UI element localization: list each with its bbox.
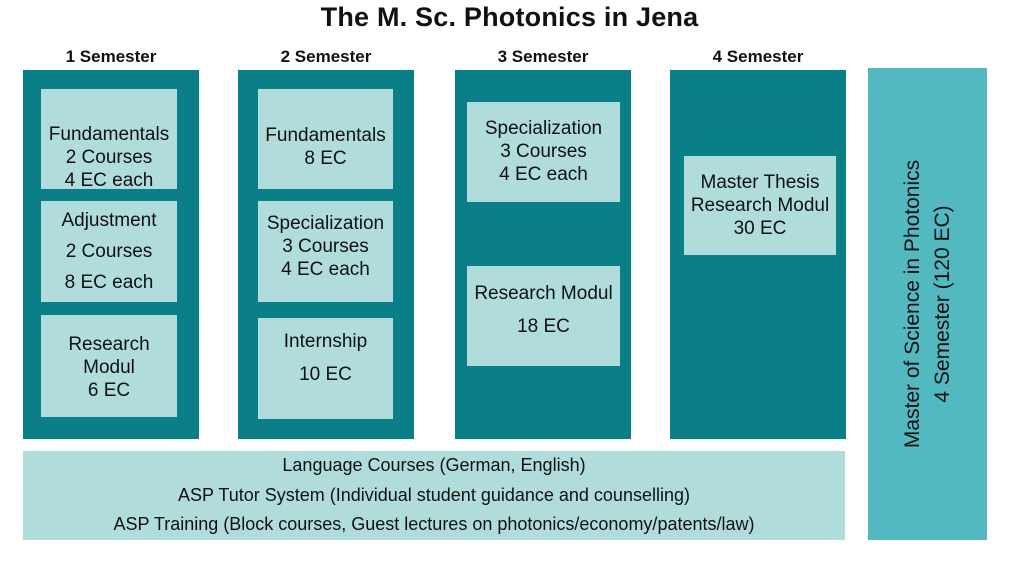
- box-line: Research: [68, 334, 150, 355]
- semester-1-label: 1 Semester: [65, 47, 157, 66]
- box-line: 8 EC each: [64, 272, 154, 293]
- box-line: 4 EC each: [499, 164, 588, 185]
- box-line: 4 EC each: [64, 170, 154, 191]
- box-line: 18 EC: [517, 316, 570, 337]
- box-line: 4 EC each: [281, 259, 370, 280]
- research-modul-box: Research Modul 6 EC: [41, 315, 177, 417]
- research-modul-box: Research Modul 18 EC: [467, 266, 620, 366]
- box-spacer: [467, 305, 620, 315]
- semester-3-column: Specialization 3 Courses 4 EC each Resea…: [455, 70, 631, 439]
- common-courses-bar: Language Courses (German, English) ASP T…: [23, 451, 845, 540]
- box-line: 3 Courses: [500, 141, 587, 162]
- language-courses-text: Language Courses (German, English): [282, 455, 586, 475]
- diagram-title: The M. Sc. Photonics in Jena: [320, 2, 699, 32]
- box-line: 2 Courses: [65, 147, 153, 168]
- fundamentals-box: Fundamentals 2 Courses 4 EC each: [41, 89, 177, 191]
- fundamentals-box: Fundamentals 8 EC: [258, 89, 393, 189]
- master-thesis-box: Master Thesis Research Modul 30 EC: [684, 156, 836, 255]
- degree-text: Master of Science in Photonics 4 Semeste…: [898, 160, 958, 448]
- semester-2-label: 2 Semester: [280, 47, 372, 66]
- semester-1-column: Fundamentals 2 Courses 4 EC each Adjustm…: [23, 70, 199, 439]
- box-line: 3 Courses: [282, 236, 369, 257]
- degree-title: Master of Science in Photonics: [900, 159, 924, 449]
- degree-bar: Master of Science in Photonics 4 Semeste…: [868, 68, 987, 540]
- asp-training-text: ASP Training (Block courses, Guest lectu…: [113, 514, 755, 534]
- box-line: 30 EC: [733, 218, 787, 239]
- specialization-box: Specialization 3 Courses 4 EC each: [467, 102, 620, 202]
- box-line: 6 EC: [87, 380, 131, 401]
- box-line: Research Modul: [690, 195, 830, 216]
- box-line: Research Modul: [474, 283, 613, 304]
- box-line: Fundamentals: [265, 125, 386, 146]
- box-spacer: [258, 353, 393, 363]
- semester-4-label: 4 Semester: [712, 47, 804, 66]
- box-line: Adjustment: [61, 210, 157, 231]
- semester-4-column: Master Thesis Research Modul 30 EC: [670, 70, 846, 439]
- box-line: Internship: [283, 331, 368, 352]
- box-line: Specialization: [266, 213, 385, 234]
- box-line: Fundamentals: [48, 124, 170, 145]
- adjustment-box: Adjustment 2 Courses 8 EC each: [41, 201, 177, 302]
- box-line: Modul: [83, 357, 135, 378]
- semester-3-label: 3 Semester: [497, 47, 589, 66]
- box-line: 10 EC: [299, 364, 352, 385]
- asp-tutor-text: ASP Tutor System (Individual student gui…: [178, 484, 690, 505]
- internship-box: Internship 10 EC: [258, 318, 393, 419]
- degree-duration: 4 Semester (120 EC): [930, 205, 954, 403]
- specialization-box: Specialization 3 Courses 4 EC each: [258, 201, 393, 302]
- semester-2-column: Fundamentals 8 EC Specialization 3 Cours…: [238, 70, 414, 439]
- box-line: 2 Courses: [65, 241, 153, 262]
- box-line: Specialization: [484, 118, 603, 139]
- box-line: 8 EC: [304, 148, 347, 169]
- box-line: Master Thesis: [700, 172, 820, 193]
